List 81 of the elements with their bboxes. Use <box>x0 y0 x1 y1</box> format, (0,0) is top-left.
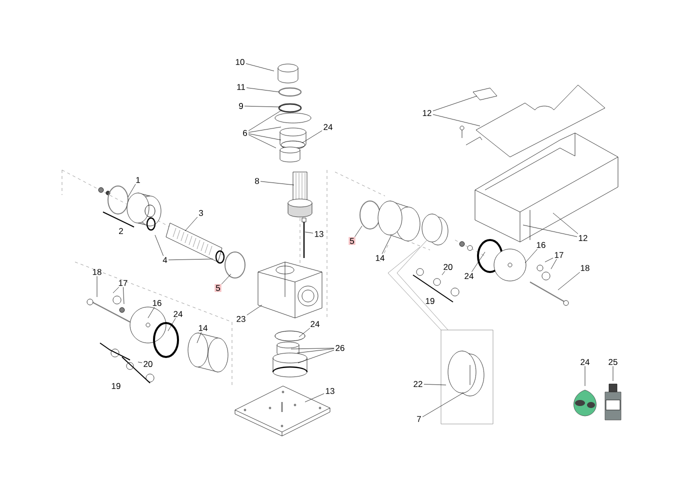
callout-number: 23 <box>236 316 246 322</box>
leader-line <box>248 134 276 148</box>
callout-number: 7 <box>417 416 421 422</box>
callout-number: 20 <box>444 264 452 270</box>
leader-line <box>354 226 362 238</box>
callout-number: 16 <box>152 300 162 306</box>
callout-number: 11 <box>237 84 245 90</box>
leader-line <box>584 366 586 386</box>
leader-line <box>221 274 232 284</box>
leader-line <box>432 96 478 112</box>
leader-line <box>112 286 120 294</box>
leader-line <box>298 328 310 338</box>
leader-line <box>558 272 580 290</box>
leader-line <box>246 63 274 72</box>
leader-line <box>244 106 282 108</box>
leader-line <box>296 348 334 354</box>
callout-number: 25 <box>608 359 618 365</box>
callout-number: 1 <box>136 177 140 183</box>
callout-number: 20 <box>144 361 152 367</box>
leader-line <box>123 286 124 304</box>
callout-number: 10 <box>236 59 244 65</box>
callout-number: 17 <box>554 252 564 258</box>
leader-line <box>424 384 446 386</box>
leader-line <box>248 126 282 133</box>
leader-line <box>302 130 322 144</box>
leader-line <box>138 362 142 363</box>
leader-line <box>612 366 614 382</box>
callout-number: 14 <box>198 325 208 331</box>
callout-number: 24 <box>174 311 182 317</box>
callout-number: 24 <box>310 321 320 327</box>
callout-number: 12 <box>422 110 432 116</box>
callout-number: 18 <box>580 265 590 271</box>
callout-number: 6 <box>243 130 247 136</box>
callout-number: 13 <box>314 231 324 237</box>
callout-number: 24 <box>324 124 332 130</box>
callout-number: 19 <box>112 383 120 389</box>
leader-line <box>260 181 294 186</box>
leader-line <box>168 318 176 332</box>
callout-number: 14 <box>376 255 384 261</box>
leader-line <box>304 232 314 234</box>
leader-line <box>422 392 464 418</box>
callout-number: 8 <box>255 178 259 184</box>
leader-line <box>382 236 392 254</box>
callout-number: 5 <box>348 237 356 245</box>
leader-line <box>154 234 164 256</box>
callout-number: 17 <box>118 280 128 286</box>
callout-number: 18 <box>92 269 102 275</box>
leader-line <box>148 307 155 318</box>
leader-line <box>168 258 214 260</box>
callout-number: 5 <box>214 284 222 292</box>
leader-line <box>432 114 480 126</box>
leader-line <box>544 258 554 262</box>
callout-number: 13 <box>326 388 334 394</box>
leader-line <box>96 276 98 298</box>
leader-line <box>184 216 198 232</box>
callout-number: 3 <box>198 210 203 216</box>
leader-line <box>290 348 334 350</box>
callout-number: 22 <box>414 381 422 387</box>
leader-line <box>552 212 578 234</box>
callout-number: 12 <box>578 235 588 241</box>
leader-line <box>196 332 202 344</box>
callout-number: 26 <box>336 345 344 351</box>
leader-line <box>522 224 578 237</box>
leader-line <box>472 252 486 272</box>
callout-number: 19 <box>426 298 434 304</box>
callout-number: 4 <box>162 257 168 263</box>
callout-number: 24 <box>580 359 590 365</box>
leader-line <box>550 258 557 270</box>
leader-line <box>246 304 262 316</box>
callout-number: 9 <box>239 103 243 109</box>
leader-line <box>246 88 280 92</box>
leader-line <box>298 350 334 364</box>
leader-line <box>442 271 446 276</box>
callout-number: 24 <box>464 273 474 279</box>
leader-line <box>304 393 324 402</box>
callout-number: 2 <box>119 228 123 234</box>
callout-number: 16 <box>536 242 546 248</box>
leader-line <box>248 110 282 131</box>
leader-line <box>128 184 136 198</box>
leader-line <box>524 249 538 264</box>
leader-line <box>248 133 282 140</box>
